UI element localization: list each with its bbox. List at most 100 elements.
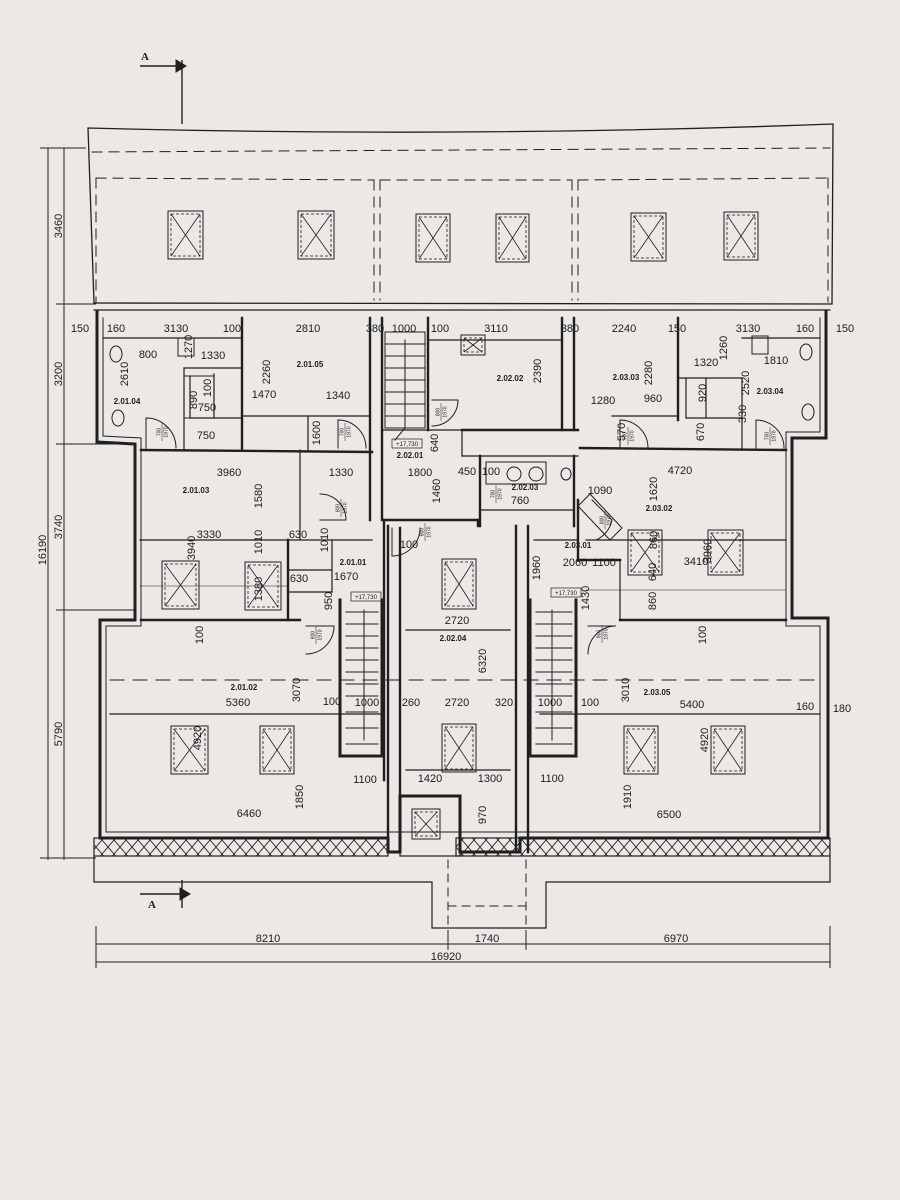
skylight [707, 529, 744, 576]
dimension-value: 2060 [563, 557, 587, 569]
dimension-value: 3410 [684, 556, 708, 568]
room-number: 2.03.04 [757, 387, 784, 396]
dimension-value: 3330 [197, 529, 221, 541]
height-dimension-1: 3460 [53, 214, 65, 238]
room-number: 2.01.03 [183, 486, 210, 495]
dimension-value: 1090 [588, 485, 612, 497]
skylight [411, 808, 441, 840]
dimension-value-vertical: 860 [648, 531, 660, 549]
dimension-value: 180 [833, 703, 851, 715]
stair-right [528, 598, 578, 758]
dimension-chains [40, 59, 831, 968]
dimension-value-vertical: 890 [188, 391, 200, 409]
dimension-value: 150 [836, 323, 854, 335]
dimension-value: 5360 [226, 697, 250, 709]
room-number: 2.03.05 [644, 688, 671, 697]
skylight [723, 211, 759, 261]
dimension-value-vertical: 1960 [531, 556, 543, 580]
dimension-value: 1340 [326, 390, 350, 402]
dimension-value: 630 [289, 529, 307, 541]
door-height: 1970 [318, 629, 324, 640]
width-dimension-right: 6970 [664, 933, 688, 945]
dimension-value: 1000 [538, 697, 562, 709]
door-height: 1970 [164, 426, 170, 437]
room-labels: 2.01.012.01.022.01.032.01.042.01.052.02.… [114, 360, 784, 697]
skylight [710, 725, 746, 775]
stair-upper [384, 331, 426, 441]
interior-walls [139, 316, 788, 854]
door-width: 700 [765, 432, 771, 441]
roof-overhang-zone [87, 123, 834, 311]
dimension-value: 5400 [680, 699, 704, 711]
dimension-value: 4720 [668, 465, 692, 477]
overall-height-dimension: 16190 [37, 535, 49, 566]
skylight [415, 213, 451, 263]
dimension-value-vertical: 860 [647, 592, 659, 610]
level-mark: +17,730 [391, 438, 423, 449]
door-height: 1970 [604, 628, 610, 639]
dimension-value: 1000 [355, 697, 379, 709]
door-width: 800 [597, 630, 603, 639]
door-height: 1970 [630, 430, 636, 441]
skylight [623, 725, 659, 775]
level-mark-text: +17,730 [555, 591, 578, 597]
dimension-value-vertical: 3070 [291, 678, 303, 702]
dimension-value-vertical: 1600 [311, 421, 323, 445]
dimension-value-vertical: 2280 [643, 361, 655, 385]
dimension-value: 320 [495, 697, 513, 709]
skylight [495, 213, 530, 263]
sanitary-fixtures [109, 335, 815, 541]
room-number: 2.01.02 [231, 683, 258, 692]
dimension-value: 1330 [329, 467, 353, 479]
dimension-value: 160 [796, 323, 814, 335]
dimension-value: 100 [323, 696, 341, 708]
room-number: 2.02.03 [512, 483, 539, 492]
dimension-value: 630 [290, 573, 308, 585]
dimension-value-vertical: 1850 [294, 785, 306, 809]
height-dimension-2: 3200 [53, 362, 65, 386]
dimension-value-vertical: 1910 [622, 785, 634, 809]
shaft [685, 377, 707, 419]
width-dimension-left: 8210 [256, 933, 280, 945]
dimension-value-vertical: 970 [477, 806, 489, 824]
dimension-value-vertical: 570 [616, 423, 628, 441]
skylight [441, 723, 477, 773]
door-width: 800 [436, 408, 442, 417]
dimension-value: 1470 [252, 389, 276, 401]
exterior-wall-inner [102, 317, 821, 833]
room-number: 2.03.01 [565, 541, 592, 550]
door-width: 800 [600, 516, 606, 525]
dimension-value: 380 [561, 323, 579, 335]
dimension-value: 6460 [237, 808, 261, 820]
dimension-value: 1100 [592, 557, 616, 569]
dimension-value: 160 [796, 701, 814, 713]
dimension-value-vertical: 2610 [119, 362, 131, 386]
dimension-value: 150 [668, 323, 686, 335]
room-number: 2.02.01 [397, 451, 424, 460]
dimension-value-vertical: 640 [647, 563, 659, 581]
height-dimension-4: 5790 [53, 722, 65, 746]
skylight [460, 334, 486, 356]
dimension-value-vertical: 1580 [253, 484, 265, 508]
dimension-value-vertical: 100 [697, 626, 709, 644]
total-width-dimension: 16920 [431, 951, 462, 963]
dimension-value-vertical: 1010 [253, 530, 265, 554]
door-width: 800 [336, 504, 342, 513]
dimension-value-vertical: 4920 [192, 726, 204, 750]
dimension-value: 1320 [694, 357, 718, 369]
dimension-value-vertical: 1270 [183, 335, 195, 359]
dimension-value-vertical: 670 [695, 423, 707, 441]
dimension-value-vertical: 1620 [648, 477, 660, 501]
dimension-value-vertical: 1010 [319, 528, 331, 552]
dimension-value: 6500 [657, 809, 681, 821]
dimension-value-vertical: 1260 [718, 336, 730, 360]
skylight [627, 529, 663, 576]
dimension-value: 2240 [612, 323, 636, 335]
level-mark-text: +17,730 [396, 442, 419, 448]
